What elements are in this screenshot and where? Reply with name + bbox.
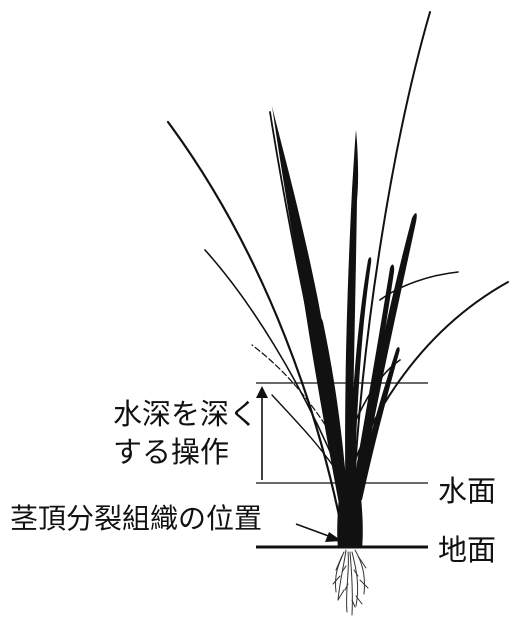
rice-plant [166, 11, 509, 548]
leaf-blade-midright [348, 257, 372, 510]
arrow-head-icon [256, 386, 268, 398]
depth-operation-label-line1: 水深を深く [113, 397, 258, 431]
leaf-top-right-thin [351, 11, 431, 521]
water-surface-label: 水面 [438, 474, 496, 508]
ground-surface-label: 地面 [438, 533, 496, 567]
stem-base [337, 470, 363, 548]
pointer-head-icon [325, 532, 342, 542]
leaf-blade-right-upper [354, 264, 395, 480]
leaf-blade-center [345, 130, 359, 540]
meristem-position-label: 茎頂分裂組織の位置 [10, 502, 262, 535]
depth-arrow [256, 386, 268, 480]
plant-roots [332, 549, 369, 616]
leaf-left-long [166, 120, 344, 532]
leaf-blade-right [350, 213, 417, 520]
leaf-left-low [271, 394, 337, 471]
leaf-blade-inner [318, 317, 348, 500]
depth-operation-label-line2: する操作 [113, 435, 229, 469]
leaf-mid-left [204, 249, 339, 471]
leaf-blade-leftmid [285, 170, 348, 520]
leaf-blade-right-low [356, 347, 400, 500]
meristem-pointer-arrow [295, 523, 342, 542]
